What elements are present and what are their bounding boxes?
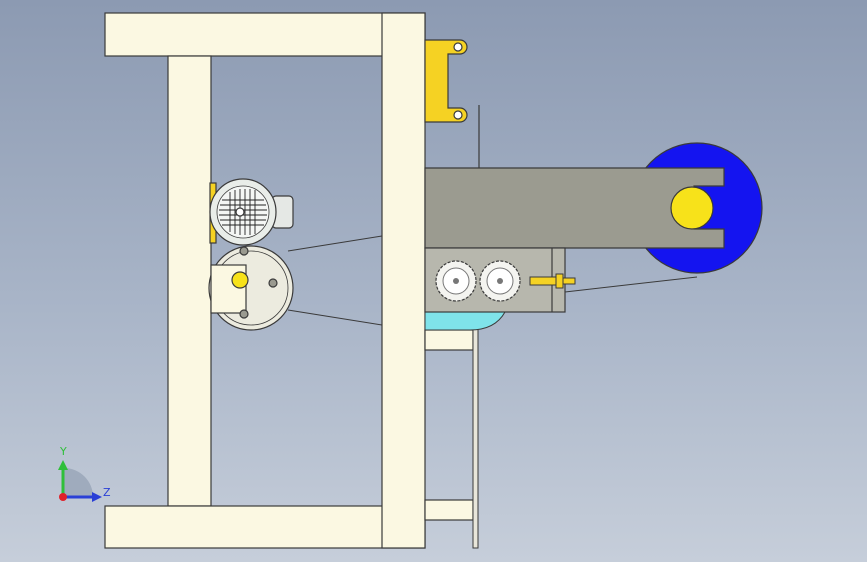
adjustment-screw: [529, 273, 576, 289]
frame-top-beam: [104, 12, 426, 57]
pulley-bolt-1: [268, 278, 278, 288]
vertical-plate: [472, 311, 479, 549]
belts: [287, 235, 698, 326]
triad-y-arrow: [58, 460, 68, 470]
belt-wheel: [564, 276, 698, 293]
cyan-segment: [424, 311, 506, 331]
frame-left-post: [167, 55, 212, 507]
gear-left: [435, 260, 477, 302]
triad-arc: [64, 468, 93, 497]
frame: [104, 12, 474, 549]
crossbar-lower: [424, 499, 474, 521]
triad-z-label: Z: [103, 486, 111, 499]
wheel-hub: [670, 186, 714, 230]
frame-right-post: [381, 12, 426, 549]
coordinate-triad: Y Z: [58, 445, 111, 502]
triad-z-arrow: [92, 492, 102, 502]
pulley-bolt-3: [239, 246, 249, 256]
belt-upper: [287, 235, 383, 252]
pulley-bolt-2: [239, 309, 249, 319]
triad-origin: [59, 493, 67, 501]
bracket-hole-top: [453, 42, 463, 52]
gear-right: [479, 260, 521, 302]
crossbar-upper: [424, 329, 474, 351]
frame-bottom-beam: [104, 505, 426, 549]
bracket-hole-bottom: [453, 110, 463, 120]
motor-fan-grille: [219, 189, 267, 235]
belt-lower: [287, 309, 383, 326]
motor: [209, 178, 294, 246]
yellow-bracket: [424, 39, 468, 123]
pulley: [208, 245, 294, 331]
triad-y-label: Y: [59, 445, 67, 458]
